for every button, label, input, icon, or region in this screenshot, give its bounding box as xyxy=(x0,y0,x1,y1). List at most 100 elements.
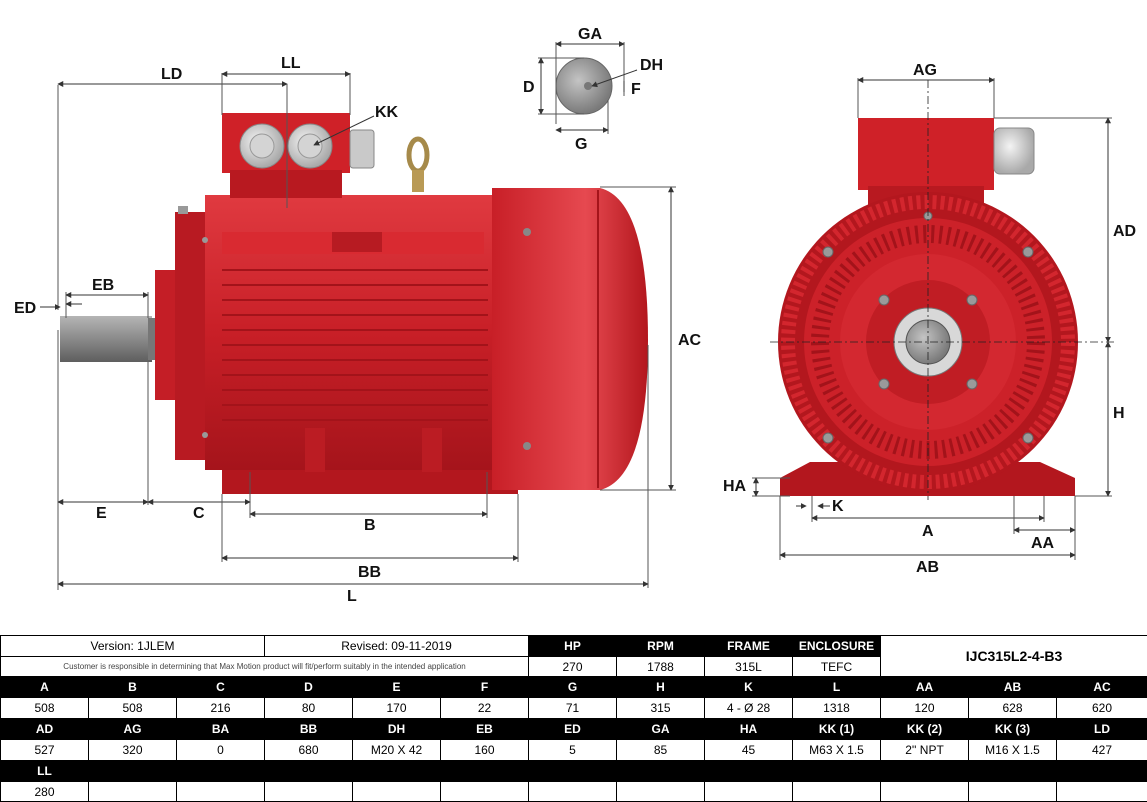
label-AD: AD xyxy=(1113,223,1136,240)
dim-header: AD xyxy=(0,718,89,740)
label-E: E xyxy=(96,505,107,522)
dim-value: 508 xyxy=(0,697,89,719)
revised-cell: Revised: 09-11-2019 xyxy=(264,635,530,657)
dim-value: M20 X 42 xyxy=(352,739,442,761)
dim-header: H xyxy=(616,676,706,698)
label-AB: AB xyxy=(916,559,939,576)
front-view-dimensions: AG AD H HA K A AA AB xyxy=(723,62,1136,576)
spec-value-rpm: 1788 xyxy=(616,656,706,677)
dim-value: 85 xyxy=(616,739,706,761)
dim-value: 628 xyxy=(968,697,1058,719)
label-AA: AA xyxy=(1031,535,1055,552)
label-BB: BB xyxy=(358,564,381,581)
label-DH: DH xyxy=(640,57,663,74)
dim-value-row-1: 508 508 216 80 170 22 71 315 4 - Ø 28 13… xyxy=(0,697,1147,719)
empty-cell xyxy=(175,781,266,802)
motor-foot xyxy=(222,470,518,494)
label-D: D xyxy=(523,79,535,96)
empty-cell xyxy=(616,781,706,802)
dim-header: HA xyxy=(704,718,794,740)
dim-header: LD xyxy=(1056,718,1147,740)
dimension-table: Version: 1JLEM Revised: 09-11-2019 HP RP… xyxy=(0,635,1147,802)
fan-cover xyxy=(492,188,648,490)
dim-value: 1318 xyxy=(792,697,882,719)
label-C: C xyxy=(193,505,205,522)
spec-header-frame: FRAME xyxy=(704,635,794,657)
label-B: B xyxy=(364,517,376,534)
dim-header: B xyxy=(88,676,177,698)
dim-value: M63 X 1.5 xyxy=(792,739,882,761)
label-GA: GA xyxy=(578,26,602,43)
dim-header: K xyxy=(704,676,794,698)
dim-header: BA xyxy=(175,718,266,740)
dim-value: 22 xyxy=(440,697,530,719)
label-K: K xyxy=(832,498,844,515)
side-view xyxy=(60,113,648,494)
dim-value: 80 xyxy=(264,697,354,719)
empty-cell xyxy=(88,781,177,802)
label-LL: LL xyxy=(281,55,301,72)
dim-header-row-3: LL xyxy=(0,760,1147,782)
dim-header: EB xyxy=(440,718,530,740)
front-terminal-box xyxy=(858,118,994,190)
end-shield xyxy=(155,270,177,400)
dim-value: 320 xyxy=(88,739,177,761)
label-HA: HA xyxy=(723,478,747,495)
label-A: A xyxy=(922,523,934,540)
label-ED: ED xyxy=(14,300,36,317)
header-row-2: Customer is responsible in determining t… xyxy=(0,656,1147,677)
dim-value: 280 xyxy=(0,781,89,802)
empty-cell xyxy=(792,781,882,802)
dim-value-row-2: 527 320 0 680 M20 X 42 160 5 85 45 M63 X… xyxy=(0,739,1147,761)
label-LD: LD xyxy=(161,66,182,83)
dim-header: LL xyxy=(0,760,89,782)
shaft xyxy=(60,316,152,362)
spec-value-enclosure: TEFC xyxy=(792,656,882,677)
dim-value: 527 xyxy=(0,739,89,761)
label-L: L xyxy=(347,588,357,605)
dim-header: AG xyxy=(88,718,177,740)
dim-value: 170 xyxy=(352,697,442,719)
model-number: IJC315L2-4-B3 xyxy=(880,635,1147,677)
motor-dimension-drawing: LD LL KK ED EB AC E C B xyxy=(14,26,1136,605)
dim-header: A xyxy=(0,676,89,698)
dim-header: AC xyxy=(1056,676,1147,698)
side-view-dimensions: LD LL KK ED EB AC E C B xyxy=(14,55,702,605)
header-row-1: Version: 1JLEM Revised: 09-11-2019 HP RP… xyxy=(0,635,1147,677)
dim-header: D xyxy=(264,676,354,698)
dim-header: DH xyxy=(352,718,442,740)
dim-header: KK (2) xyxy=(880,718,970,740)
label-AG: AG xyxy=(913,62,937,79)
dim-value: 427 xyxy=(1056,739,1147,761)
dim-value: 620 xyxy=(1056,697,1147,719)
dim-value: 4 - Ø 28 xyxy=(704,697,794,719)
dim-header: G xyxy=(528,676,618,698)
empty-cell xyxy=(528,781,618,802)
empty-cell xyxy=(352,781,442,802)
label-KK: KK xyxy=(375,104,399,121)
dim-value: M16 X 1.5 xyxy=(968,739,1058,761)
dim-value: 315 xyxy=(616,697,706,719)
dim-value: 45 xyxy=(704,739,794,761)
dim-value: 508 xyxy=(88,697,177,719)
dim-value: 160 xyxy=(440,739,530,761)
label-EB: EB xyxy=(92,277,114,294)
spec-header-hp: HP xyxy=(528,635,618,657)
spec-header-rpm: RPM xyxy=(616,635,706,657)
spec-header-enclosure: ENCLOSURE xyxy=(792,635,882,657)
dim-value: 71 xyxy=(528,697,618,719)
dim-header: F xyxy=(440,676,530,698)
empty-cell xyxy=(704,781,794,802)
disclaimer-note: Customer is responsible in determining t… xyxy=(0,656,530,677)
spec-value-hp: 270 xyxy=(528,656,618,677)
dim-header-blank xyxy=(87,760,1147,782)
shaft-end-detail: GA DH D F G xyxy=(523,26,663,153)
empty-cell xyxy=(440,781,530,802)
dim-header: AA xyxy=(880,676,970,698)
front-view xyxy=(770,80,1115,500)
label-H: H xyxy=(1113,405,1125,422)
dim-header: C xyxy=(175,676,266,698)
dim-header: AB xyxy=(968,676,1058,698)
dim-value-row-3: 280 xyxy=(0,781,1147,802)
empty-cell xyxy=(1056,781,1147,802)
